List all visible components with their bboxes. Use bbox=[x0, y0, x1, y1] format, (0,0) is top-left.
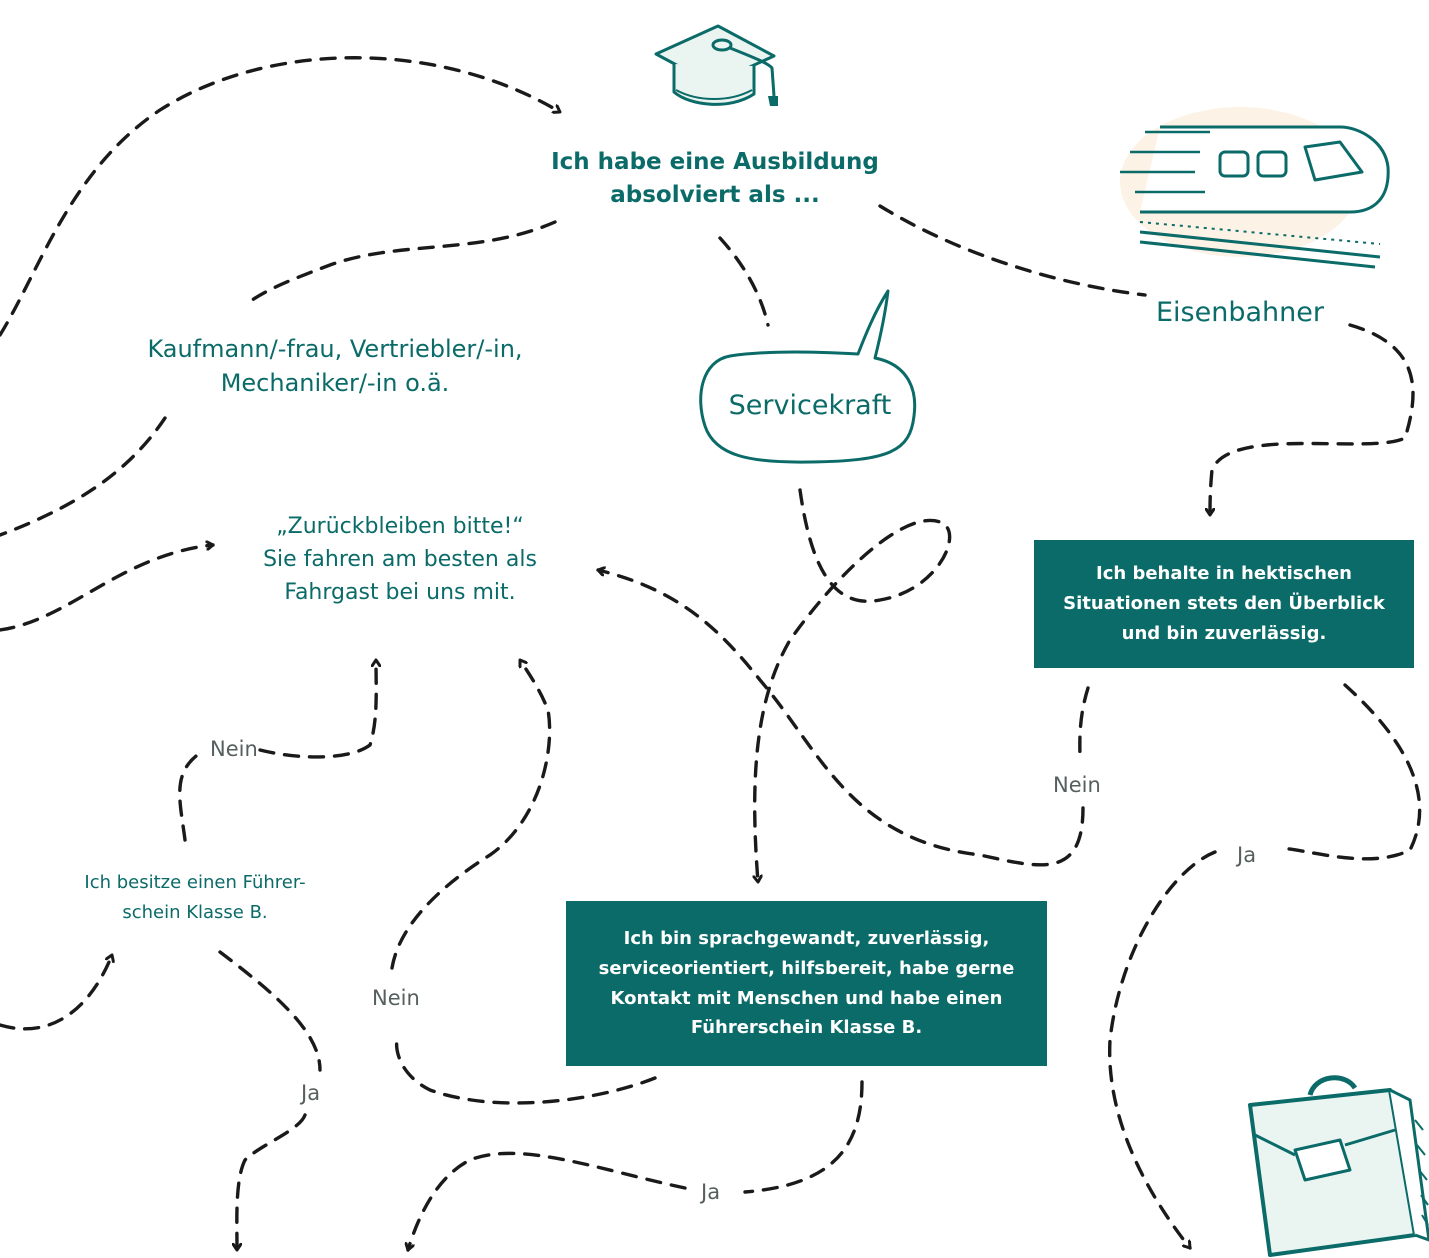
question-line-2: absolviert als ... bbox=[610, 181, 820, 208]
box-service-line-3: Kontakt mit Menschen und habe einen bbox=[610, 987, 1003, 1009]
connector-ueberblick-nein bbox=[598, 570, 1090, 867]
connector-ueberblick-ja bbox=[1108, 683, 1422, 1248]
option-kaufmann: Kaufmann/-frau, Vertriebler/-in, Mechani… bbox=[90, 332, 580, 400]
question-fuehrerschein: Ich besitze einen Führer- schein Klasse … bbox=[40, 868, 350, 927]
label-ja-fuehrer: Ja bbox=[301, 1081, 321, 1105]
question-heading: Ich habe eine Ausbildung absolviert als … bbox=[520, 146, 910, 211]
option-kaufmann-line-1: Kaufmann/-frau, Vertriebler/-in, bbox=[147, 335, 523, 363]
box-ueberblick: Ich behalte in hektischen Situationen st… bbox=[1034, 540, 1414, 668]
fuehrer-line-2: schein Klasse B. bbox=[122, 901, 268, 923]
connector-eisen-to-box bbox=[1210, 323, 1415, 517]
option-kaufmann-line-2: Mechaniker/-in o.ä. bbox=[220, 369, 450, 398]
label-nein-service: Nein bbox=[372, 986, 420, 1010]
connector-service-ja bbox=[408, 1080, 864, 1250]
option-servicekraft: Servicekraft bbox=[728, 390, 892, 421]
connector-to-service bbox=[718, 236, 770, 327]
label-nein-fuehrer: Nein bbox=[210, 737, 258, 761]
box-ueberblick-line-3: und bin zuverlässig. bbox=[1121, 622, 1327, 644]
connector-left-loop bbox=[0, 56, 562, 337]
connector-service-loop bbox=[755, 488, 952, 884]
label-ja-service: Ja bbox=[701, 1180, 721, 1204]
train-icon bbox=[1120, 107, 1390, 269]
box-ueberblick-line-2: Situationen stets den Überblick bbox=[1063, 593, 1385, 615]
question-line-1: Ich habe eine Ausbildung bbox=[551, 149, 879, 175]
box-service-line-2: serviceorientiert, hilfsbereit, habe ger… bbox=[598, 957, 1015, 979]
option-eisenbahner: Eisenbahner bbox=[1156, 297, 1324, 328]
result-zurueckbleiben: „Zurückbleiben bitte!“ Sie fahren am bes… bbox=[220, 510, 580, 609]
connector-to-zurueck bbox=[0, 545, 215, 632]
connector-to-eisen bbox=[878, 204, 1147, 297]
box-service-line-1: Ich bin sprachgewandt, zuverlässig, bbox=[623, 928, 990, 950]
label-ja-ueberblick: Ja bbox=[1237, 843, 1257, 867]
briefcase-icon bbox=[1248, 1075, 1429, 1257]
label-nein-ueberblick: Nein bbox=[1053, 773, 1101, 797]
speech-bubble-icon bbox=[699, 289, 917, 464]
connector-fuehrer-nein bbox=[178, 660, 376, 842]
box-service-traits: Ich bin sprachgewandt, zuverlässig, serv… bbox=[566, 901, 1047, 1066]
zurueck-line-3: Fahrgast bei uns mit. bbox=[284, 580, 516, 605]
connector-fuehrer-ja bbox=[218, 950, 322, 1250]
graduation-cap-icon bbox=[654, 24, 778, 106]
fuehrer-line-1: Ich besitze einen Führer- bbox=[84, 872, 306, 893]
connector-service-nein bbox=[390, 660, 657, 1105]
zurueck-line-1: „Zurückbleiben bitte!“ bbox=[276, 514, 524, 539]
box-service-line-4: Führerschein Klasse B. bbox=[690, 1017, 923, 1039]
connector-to-fuehrer bbox=[0, 953, 112, 1031]
box-ueberblick-line-1: Ich behalte in hektischen bbox=[1096, 563, 1352, 585]
zurueck-line-2: Sie fahren am besten als bbox=[263, 547, 537, 572]
connector-kaufmann-out bbox=[0, 416, 167, 537]
connector-to-kaufmann bbox=[243, 220, 557, 307]
